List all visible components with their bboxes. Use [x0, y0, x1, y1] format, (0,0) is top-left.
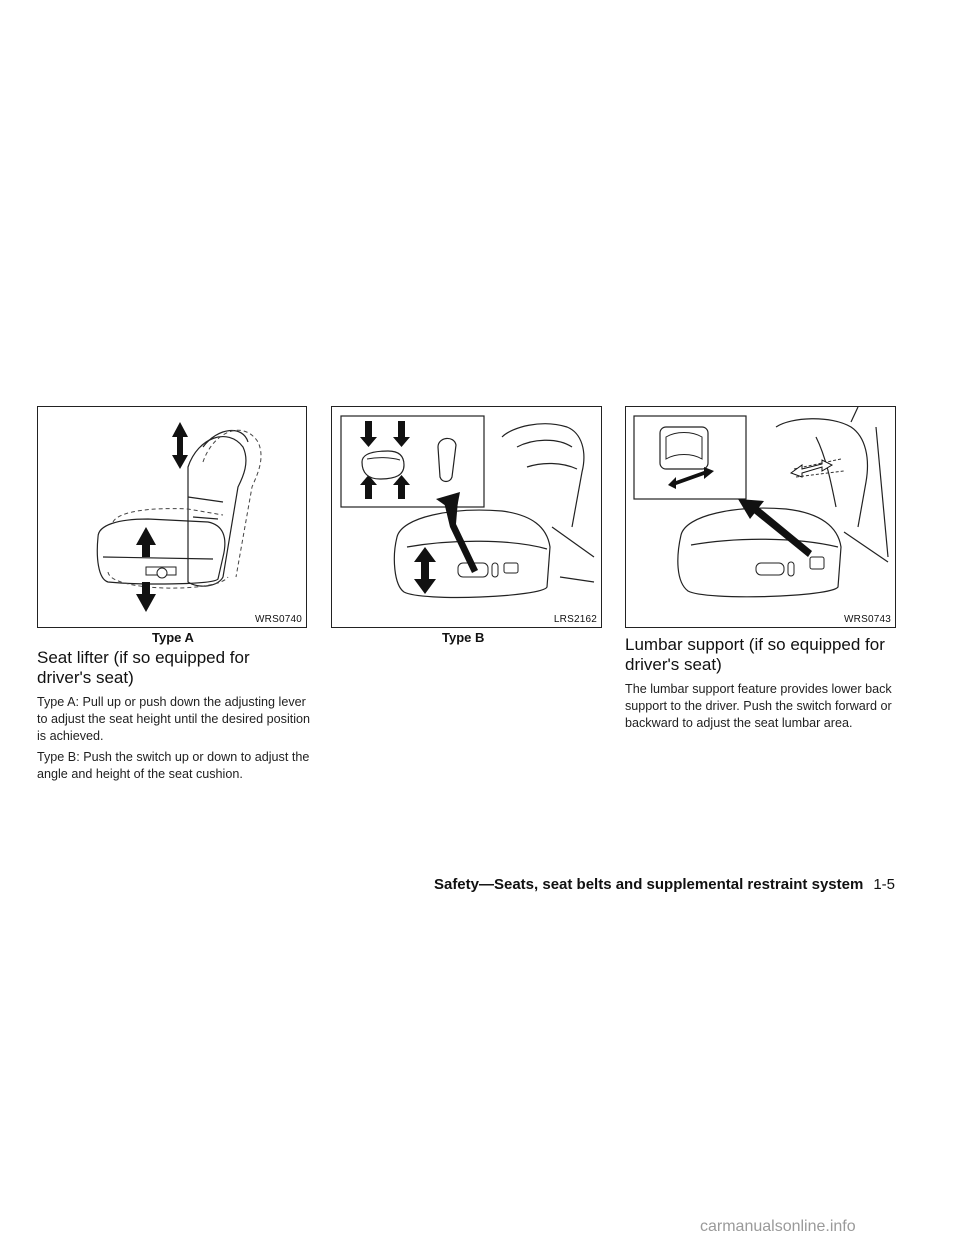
- figure-caption-type-b: Type B: [442, 630, 485, 645]
- figure-code: LRS2162: [553, 614, 597, 625]
- seat-lifter-type-a-text: Type A: Pull up or push down the adjusti…: [37, 695, 311, 743]
- page-footer: Safety—Seats, seat belts and supplementa…: [420, 876, 895, 893]
- seat-lifter-type-b-text: Type B: Push the switch up or down to ad…: [37, 750, 310, 781]
- figure-seat-lifter-type-b: LRS2162: [331, 406, 602, 628]
- seat-lifter-type-b-illustration: [340, 415, 595, 599]
- watermark-text: carmanualsonline.info: [700, 1218, 856, 1235]
- lumbar-support-illustration: [633, 407, 889, 598]
- figure-seat-lifter-type-a: WRS0740: [37, 406, 307, 628]
- seat-lifter-heading: Seat lifter (if so equipped for driver's…: [37, 648, 250, 687]
- figure-caption-type-a: Type A: [152, 630, 194, 645]
- page-number: 1-5: [873, 876, 895, 893]
- footer-section-title: Safety—Seats, seat belts and supplementa…: [433, 876, 864, 893]
- lumbar-support-heading: Lumbar support (if so equipped for drive…: [625, 635, 885, 674]
- figure-code: WRS0740: [255, 614, 302, 625]
- figure-lumbar-support: WRS0743: [625, 406, 896, 628]
- figure-code: WRS0743: [844, 614, 891, 625]
- lumbar-support-text: The lumbar support feature provides lowe…: [625, 682, 892, 730]
- seat-lifter-type-a-illustration: [96, 422, 262, 612]
